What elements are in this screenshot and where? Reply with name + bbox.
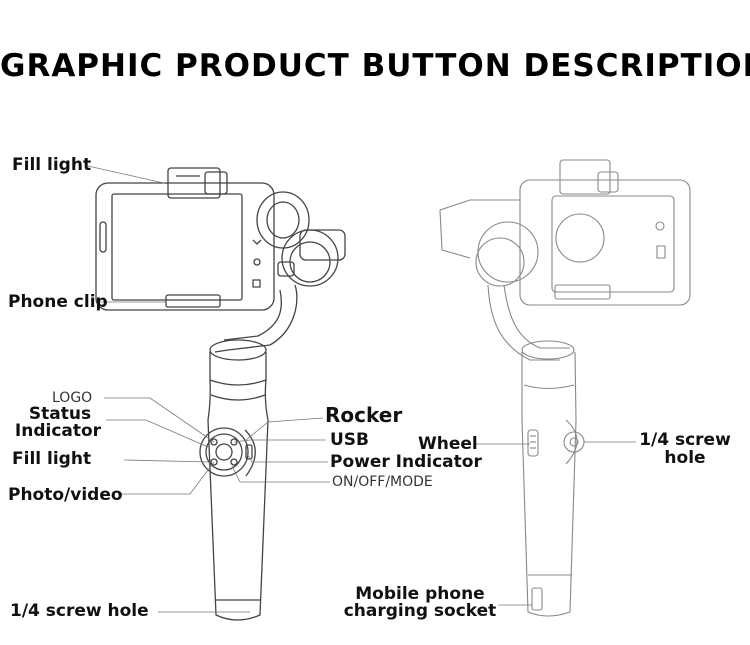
charging-socket-label-line2: charging socket xyxy=(343,601,497,621)
back-view-gimbal xyxy=(439,159,691,617)
rocker-label: Rocker xyxy=(325,403,403,427)
page-title: GRAPHIC PRODUCT BUTTON DESCRIPTION xyxy=(0,48,750,84)
charging-socket-label-line1: Mobile phone xyxy=(355,584,485,604)
photo-video-label: Photo/video xyxy=(8,485,123,505)
leader-lines xyxy=(87,165,636,613)
status-indicator-label-line1: Status xyxy=(28,404,92,424)
screw-hole-left-label: 1/4 screw hole xyxy=(10,601,149,621)
status-indicator-label-line2: Indicator xyxy=(14,421,102,441)
phone-clip-label: Phone clip xyxy=(8,292,108,312)
usb-label: USB xyxy=(330,430,370,450)
screw-hole-right-label-line2: hole xyxy=(664,448,706,468)
fill-light-label: Fill light xyxy=(12,449,92,469)
wheel-label: Wheel xyxy=(418,434,478,454)
front-view-gimbal xyxy=(95,167,346,621)
power-indicator-label: Power Indicator xyxy=(330,452,482,472)
logo-label: LOGO xyxy=(52,390,93,406)
screw-hole-right-label-line1: 1/4 screw xyxy=(639,430,731,450)
fill-light-top-label: Fill light xyxy=(12,155,92,175)
on-off-mode-label: ON/OFF/MODE xyxy=(332,474,433,490)
